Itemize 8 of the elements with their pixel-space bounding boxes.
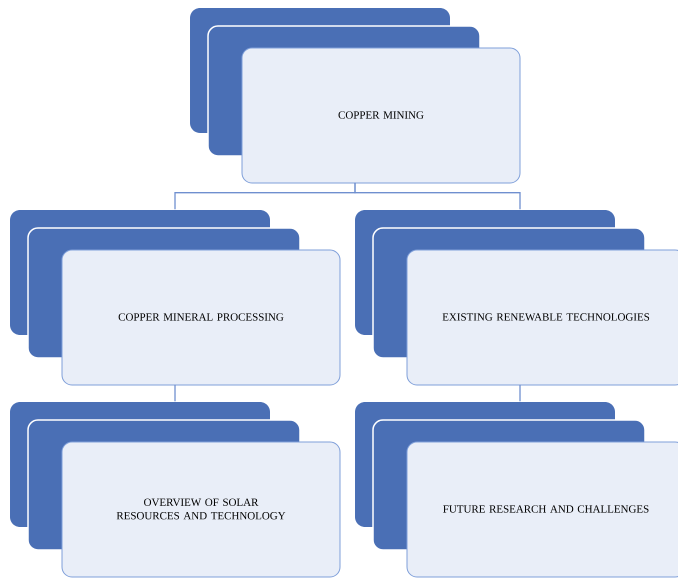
stacked-box: COPPER MINING — [190, 8, 520, 184]
stacked-box: EXISTING RENEWABLE TECHNOLOGIES — [355, 210, 678, 386]
stacked-box: OVERVIEW OF SOLAR RESOURCES AND TECHNOLOGY — [10, 402, 340, 578]
connector-line — [354, 182, 521, 210]
connector-line — [519, 384, 521, 402]
stacked-box: COPPER MINERAL PROCESSING — [10, 210, 340, 386]
connector-line — [174, 384, 176, 402]
stacked-box: FUTURE RESEARCH AND CHALLENGES — [355, 402, 678, 578]
